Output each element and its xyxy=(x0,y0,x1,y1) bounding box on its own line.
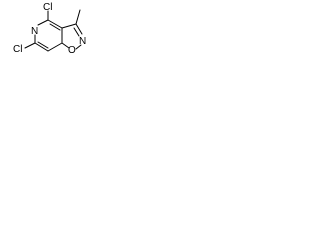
bond-c6-cl xyxy=(24,42,36,49)
bond-c6-c7 xyxy=(34,42,49,52)
bond-c3-methyl xyxy=(75,9,81,25)
bond-group xyxy=(24,9,83,52)
chemical-structure-diagram: Cl N Cl N O xyxy=(13,2,86,56)
bond-c4-c3a-second xyxy=(49,23,61,31)
atom-label-chlorine-left: Cl xyxy=(13,44,22,55)
bond-c4-c3a xyxy=(47,19,63,29)
atom-label-nitrogen-ring: N xyxy=(31,26,38,37)
bond-c3a-c3 xyxy=(61,23,77,29)
bond-o1-c7a xyxy=(61,42,70,49)
atom-label-nitrogen-isoxazole: N xyxy=(79,36,86,47)
bond-c3-n2 xyxy=(75,23,83,35)
atom-label-chlorine-top: Cl xyxy=(43,2,52,13)
bond-c4-n5 xyxy=(37,19,49,26)
bond-n2-o1 xyxy=(75,44,82,50)
bond-c6-c7-second xyxy=(37,41,49,49)
bond-c7-c7a xyxy=(47,42,63,52)
atom-label-oxygen-isoxazole: O xyxy=(68,45,76,56)
atom-label-group: Cl N Cl N O xyxy=(13,2,86,56)
bond-c3-n2-second xyxy=(73,27,80,37)
